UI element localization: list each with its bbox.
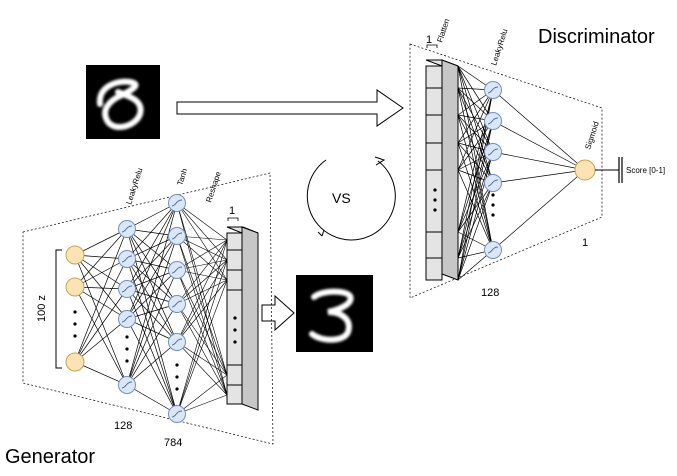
input-bracket [56, 250, 62, 368]
hidden-to-sigmoid-edge [493, 152, 585, 170]
discriminator-neuron-3 [485, 144, 502, 161]
discriminator-output-count: 1 [582, 237, 588, 249]
input-to-hidden-edge [75, 229, 127, 362]
generator-output-neuron-5 [169, 334, 186, 351]
generator-hidden-neuron-5 [119, 377, 136, 394]
discriminator-connections [458, 66, 585, 280]
flatten-layer [426, 60, 458, 280]
discriminator-hidden-label: LeakyRelu [489, 28, 509, 67]
input-to-hidden-edge [75, 287, 127, 385]
flatten-to-hidden-edge [458, 66, 493, 152]
generator-hidden-neuron-4 [119, 311, 136, 328]
score-label: Score [0-1] [626, 166, 665, 175]
reshape-width-bracket [228, 218, 238, 221]
vs-label: VS [332, 190, 351, 206]
generator-output-neuron-1 [169, 195, 186, 212]
hidden-to-sigmoid-edge [493, 170, 585, 183]
discriminator-neuron-1 [485, 82, 502, 99]
flatten-label: Flatten [435, 18, 451, 44]
output-to-reshape-edge [177, 270, 227, 375]
output-to-reshape-edge [177, 260, 227, 414]
input-node-1 [66, 246, 84, 264]
hidden-to-sigmoid-edge [493, 170, 585, 250]
generator-output-neuron-6 [169, 406, 186, 423]
hidden-to-sigmoid-edge [493, 90, 585, 170]
hidden-to-output-edge [127, 259, 177, 414]
input-node-2 [66, 278, 84, 296]
generator-output-count: 784 [164, 437, 182, 449]
generator-input-layer [66, 246, 84, 371]
generator-title: Generator [5, 446, 95, 468]
tanh-label: Tanh [175, 167, 189, 186]
reshape-width-label: 1 [229, 205, 235, 217]
discriminator-neuron-2 [485, 113, 502, 130]
generator-input-label: 100 z [36, 295, 48, 322]
discriminator-neuron-5 [485, 242, 502, 259]
discriminator-title: Discriminator [538, 26, 655, 48]
reshape-label: Reshape [204, 170, 223, 204]
discriminator-neuron-4 [485, 175, 502, 192]
discriminator-network: 1 Flatten LeakyRelu 128 Sigmoid 1 Score … [410, 18, 665, 299]
generator-hidden-neuron-1 [119, 221, 136, 238]
output-to-reshape-edge [177, 236, 227, 395]
generator-hidden-neuron-3 [119, 281, 136, 298]
real-to-discriminator-arrow [177, 90, 403, 126]
generator-output-arrow [262, 296, 294, 330]
sigmoid-output-node [575, 160, 595, 180]
generator-hidden-count: 128 [114, 420, 132, 432]
generator-hidden-neuron-2 [119, 251, 136, 268]
generated-digit-image [296, 275, 373, 352]
generator-output-neuron-3 [169, 262, 186, 279]
generator-output-neuron-4 [169, 296, 186, 313]
real-digit-image [86, 65, 160, 139]
sigmoid-label: Sigmoid [583, 120, 600, 150]
generator-hidden-label: LeakyRelu [124, 167, 144, 206]
vs-cycle-icon [307, 157, 395, 240]
generator-network: 100 z LeakyRelu 128 Tanh 784 1 Reshape [23, 167, 273, 449]
generator-output-neuron-2 [169, 228, 186, 245]
reshape-layer [227, 227, 258, 410]
hidden-to-sigmoid-edge [493, 121, 585, 170]
flatten-width-label: 1 [426, 34, 432, 46]
discriminator-hidden-count: 128 [481, 287, 499, 299]
input-node-3 [66, 353, 84, 371]
